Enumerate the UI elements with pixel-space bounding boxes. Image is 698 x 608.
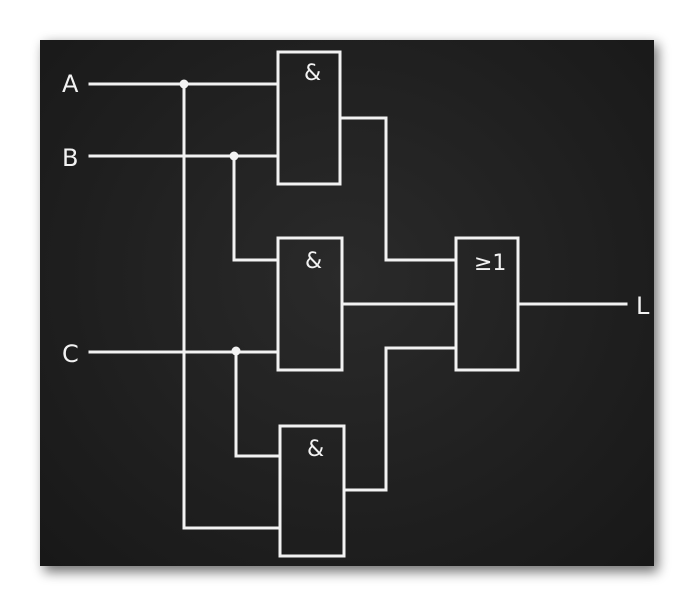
wire-a-branch <box>182 82 282 530</box>
input-label-c: C <box>62 340 79 368</box>
input-label-b: B <box>62 144 78 172</box>
input-label-a: A <box>62 70 79 98</box>
and-gate-1-label: & <box>304 61 321 86</box>
output-label-l: L <box>636 292 650 320</box>
wire-b-branch <box>232 154 280 262</box>
junction-a <box>179 79 189 89</box>
wire-and1-to-or <box>338 116 458 262</box>
wire-and3-to-or <box>342 346 458 492</box>
wire-c-branch <box>234 350 282 458</box>
or-gate-label: ≥1 <box>474 251 506 276</box>
and-gate-3-label: & <box>307 437 324 462</box>
junction-c <box>231 346 241 356</box>
and-gate-2-label: & <box>305 249 322 274</box>
junction-b <box>229 151 239 161</box>
